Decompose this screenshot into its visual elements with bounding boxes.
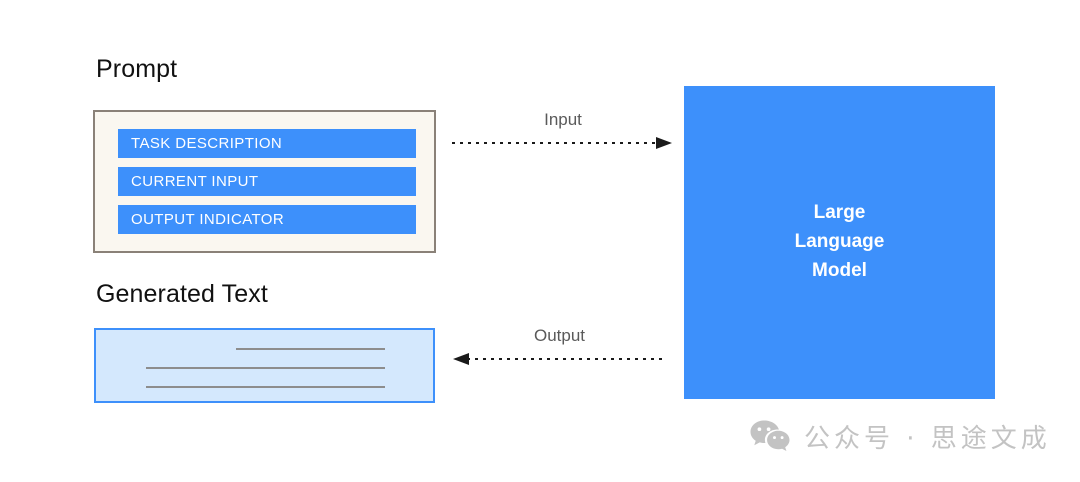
- prompt-bar-label: OUTPUT INDICATOR: [131, 211, 285, 228]
- large-language-model-label: Large Language Model: [684, 198, 995, 285]
- arrow-input-label: Input: [544, 110, 582, 129]
- generated-text-line: [146, 367, 385, 369]
- generated-text-line: [236, 348, 385, 350]
- arrow-output: Output: [452, 326, 667, 368]
- generated-text-line: [146, 386, 385, 388]
- llm-label-line-3: Model: [812, 260, 867, 281]
- prompt-bar-output-indicator: OUTPUT INDICATOR: [118, 205, 416, 234]
- large-language-model-box: Large Language Model: [684, 86, 995, 399]
- page-title-generated-text: Generated Text: [96, 280, 268, 308]
- prompt-bar-label: CURRENT INPUT: [131, 173, 259, 190]
- prompt-bar-label: TASK DESCRIPTION: [131, 135, 283, 152]
- arrow-output-label: Output: [533, 326, 586, 345]
- page-title-prompt: Prompt: [96, 55, 178, 83]
- arrow-right-icon: [452, 137, 672, 149]
- generated-text-card: [94, 328, 435, 403]
- arrow-input: Input: [452, 110, 674, 152]
- prompt-bar-current-input: CURRENT INPUT: [118, 167, 416, 196]
- wechat-icon: [750, 420, 790, 451]
- prompt-card: TASK DESCRIPTION CURRENT INPUT OUTPUT IN…: [93, 110, 436, 253]
- arrow-left-icon: [453, 353, 667, 365]
- watermark-text: 公众号 · 思途文成: [804, 424, 1051, 454]
- llm-label-line-2: Language: [794, 231, 885, 252]
- llm-label-line-1: Large: [813, 202, 866, 223]
- prompt-bar-task-description: TASK DESCRIPTION: [118, 129, 416, 158]
- watermark: 公众号 · 思途文成: [750, 418, 1051, 455]
